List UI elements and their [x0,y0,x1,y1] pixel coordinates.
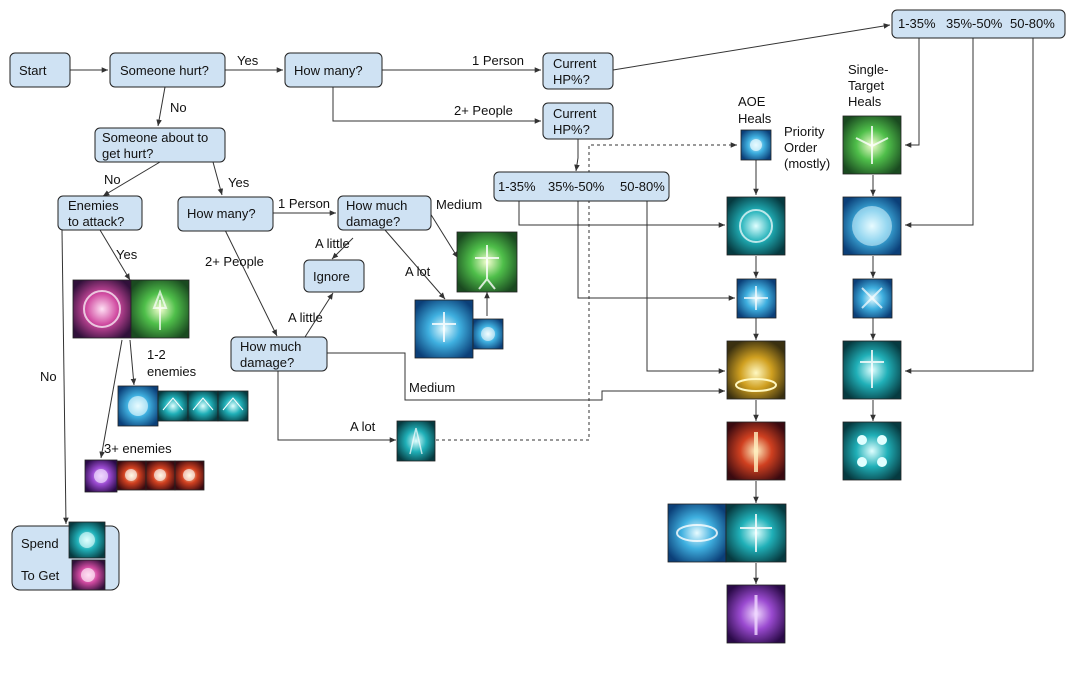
node-how-many-top[interactable]: How many? [284,52,383,88]
skill-icons [68,115,902,644]
label-aoe-line2: Heals [738,111,772,126]
svg-text:HP%?: HP%? [553,72,590,87]
node-hp-range-mid[interactable]: 1-35% 35%-50% 50-80% [493,171,670,202]
label-two-plus-2: 2+ People [205,254,264,269]
svg-text:Someone hurt?: Someone hurt? [120,63,209,78]
svg-text:How many?: How many? [294,63,363,78]
label-enemies-12-line1: 1-2 [147,347,166,362]
svg-text:50-80%: 50-80% [1010,16,1055,31]
label-a-little-1: A little [315,236,350,251]
skill-icon-attack-2 [130,279,190,339]
label-a-lot-1: A lot [405,264,431,279]
label-enemies-3plus: 3+ enemies [104,441,172,456]
svg-text:35%-50%: 35%-50% [946,16,1003,31]
skill-icon-single-2 [157,390,189,422]
svg-text:damage?: damage? [346,214,400,229]
label-yes-3: Yes [116,247,138,262]
label-no-1: No [170,100,187,115]
aoe-icon-7 [726,584,786,644]
svg-text:Enemies: Enemies [68,198,119,213]
skill-icon-medium-single [456,231,518,293]
svg-text:How much: How much [346,198,407,213]
label-one-person-1: 1 Person [472,53,524,68]
skill-icon-multi-3 [145,460,176,491]
svg-text:Spend: Spend [21,536,59,551]
svg-text:to attack?: to attack? [68,214,124,229]
svg-text:Start: Start [19,63,47,78]
svg-text:HP%?: HP%? [553,122,590,137]
label-medium-2: Medium [409,380,455,395]
node-current-hp-2[interactable]: Current HP%? [542,102,614,140]
svg-text:get hurt?: get hurt? [102,146,153,161]
node-hp-range-top[interactable]: 1-35% 35%-50% 50-80% [891,9,1066,39]
label-a-lot-2: A lot [350,419,376,434]
node-how-much-1[interactable]: How much damage? [337,195,432,231]
label-priority-line3: (mostly) [784,156,830,171]
node-how-much-2[interactable]: How much damage? [230,336,328,372]
label-single-line2: Target [848,78,885,93]
label-yes-2: Yes [228,175,250,190]
edges [61,23,1034,584]
skill-icon-alot-group [396,420,436,462]
label-priority-line1: Priority [784,124,825,139]
node-start[interactable]: Start [9,52,71,88]
svg-text:damage?: damage? [240,355,294,370]
label-no-3: No [40,369,57,384]
skill-icon-single-3 [187,390,219,422]
label-single-line3: Heals [848,94,882,109]
svg-text:To Get: To Get [21,568,60,583]
label-no-2: No [104,172,121,187]
skill-icon-attack-1 [72,279,132,339]
aoe-icon-2 [726,196,786,256]
aoe-icon-4 [726,340,786,400]
skill-icon-multi-2 [116,460,147,491]
node-enemies[interactable]: Enemies to attack? [57,195,143,231]
svg-text:Someone about to: Someone about to [102,130,208,145]
svg-text:Current: Current [553,106,597,121]
single-icon-3 [852,278,893,319]
label-priority-line2: Order [784,140,818,155]
label-single-line1: Single- [848,62,888,77]
svg-text:1-35%: 1-35% [898,16,936,31]
label-one-person-2: 1 Person [278,196,330,211]
label-medium-1: Medium [436,197,482,212]
svg-text:1-35%: 1-35% [498,179,536,194]
label-yes-1: Yes [237,53,259,68]
aoe-icon-1 [740,129,772,161]
svg-text:How much: How much [240,339,301,354]
svg-text:How many?: How many? [187,206,256,221]
aoe-icon-6a [667,503,727,563]
svg-text:Ignore: Ignore [313,269,350,284]
single-icon-4 [842,340,902,400]
node-someone-hurt[interactable]: Someone hurt? [109,52,226,88]
edge-labels: Yes No 1 Person 2+ People No Yes Yes No … [40,53,888,456]
single-icon-2 [842,196,902,256]
skill-icon-multi-4 [174,460,205,491]
aoe-icon-5 [726,421,786,481]
skill-icon-single-1 [117,385,159,427]
single-icon-5 [842,421,902,481]
node-how-many-mid[interactable]: How many? [177,196,274,232]
aoe-icon-6b [725,503,787,563]
label-two-plus-1: 2+ People [454,103,513,118]
svg-text:50-80%: 50-80% [620,179,665,194]
label-aoe-line1: AOE [738,94,766,109]
skill-icon-single-4 [217,390,249,422]
aoe-icon-3 [736,278,777,319]
node-current-hp-1[interactable]: Current HP%? [542,52,614,90]
skill-icon-alot-single-1 [414,299,474,359]
skill-icon-alot-single-2 [472,318,504,350]
node-someone-about[interactable]: Someone about to get hurt? [94,127,226,163]
skill-icon-to-get [71,559,106,591]
skill-icon-spend [68,521,106,559]
skill-icon-multi-1 [84,459,118,493]
svg-text:Current: Current [553,56,597,71]
node-ignore[interactable]: Ignore [303,259,365,293]
svg-text:35%-50%: 35%-50% [548,179,605,194]
label-a-little-2: A little [288,310,323,325]
label-enemies-12-line2: enemies [147,364,197,379]
single-icon-1 [842,115,902,175]
